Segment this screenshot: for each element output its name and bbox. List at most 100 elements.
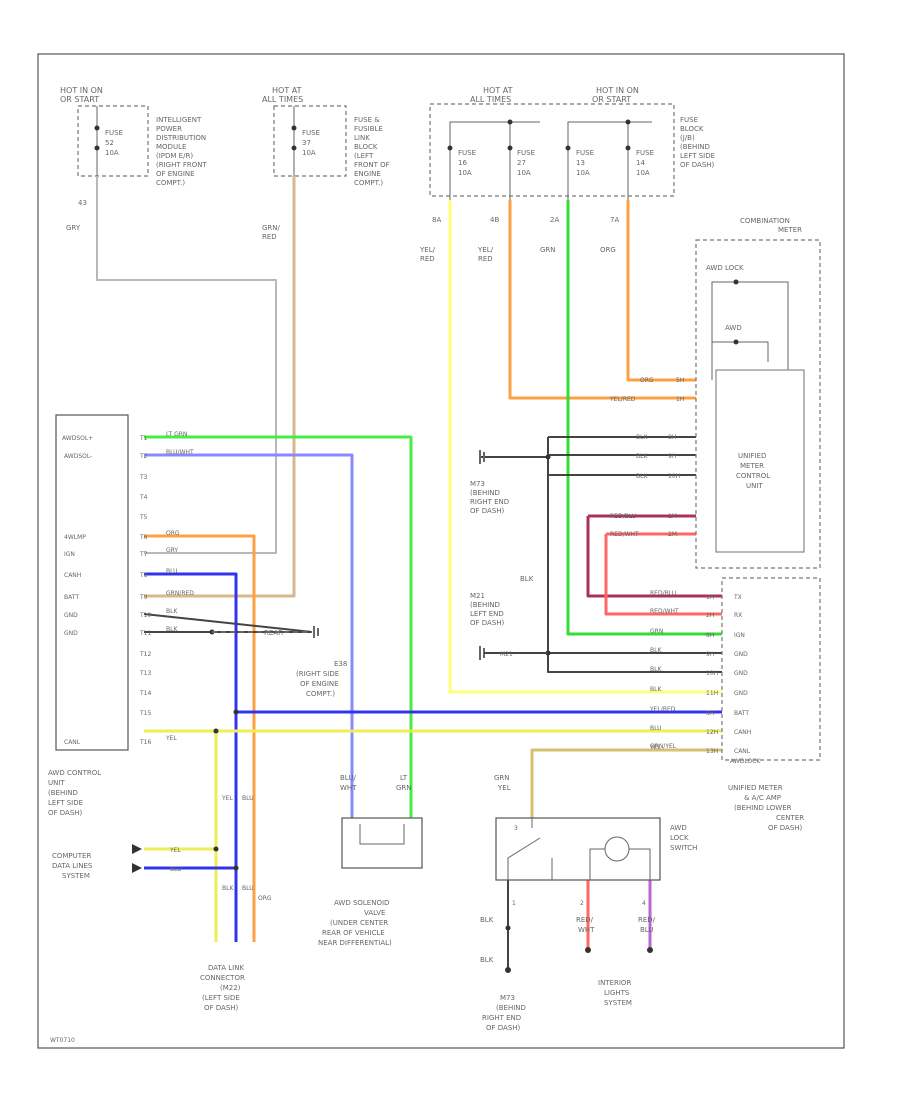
m21-blk: BLK <box>520 575 534 583</box>
svg-text:COMPT.): COMPT.) <box>306 690 335 698</box>
um-pin-wire: YEL/RED <box>649 706 676 713</box>
wire-org-5h <box>626 200 696 382</box>
fuse-5-label: FUSE <box>576 149 594 157</box>
um-pin-wire: BLK <box>650 686 662 693</box>
svg-text:VALVE: VALVE <box>364 909 385 917</box>
umcu-box <box>715 369 805 553</box>
svg-text:NEAR DIFFERENTIAL): NEAR DIFFERENTIAL) <box>318 939 392 947</box>
m73-label: M73 (BEHIND RIGHT END OF DASH) <box>470 480 509 515</box>
svg-text:LEFT END: LEFT END <box>470 610 504 618</box>
dlc-wire-labels: YEL BLU BLK BLU ORG <box>221 795 272 902</box>
power-section: HOT IN ON OR START FUSE 52 10A INTELLIGE… <box>60 86 715 263</box>
combo-blk-0: BLK <box>636 434 648 441</box>
um-pin-num: 10H <box>706 670 718 677</box>
um-pin-name: CANL <box>734 748 751 755</box>
awd-pin-num: T2 <box>139 453 148 460</box>
combo-wire-org: ORG <box>640 377 654 384</box>
fuse-4-amp: 10A <box>517 169 531 177</box>
combo-title-0: COMBINATION <box>740 217 790 225</box>
combo-red-blu: RED/BLU <box>610 513 636 520</box>
awd-pin-num: T12 <box>139 651 151 658</box>
conn-2a: 2A <box>550 216 559 224</box>
um-pin-num: 1H <box>706 594 714 601</box>
um-pin-wire: GRN <box>650 628 663 635</box>
m21-label: M21 (BEHIND LEFT END OF DASH) <box>470 592 505 627</box>
svg-text:CENTER: CENTER <box>776 814 804 822</box>
awd-pin-name: IGN <box>64 551 75 558</box>
wires <box>96 176 722 970</box>
svg-text:ENGINE: ENGINE <box>354 170 381 178</box>
svg-text:AWD: AWD <box>670 824 687 832</box>
um-pin-num: 11H <box>706 690 718 697</box>
wire-red-wht <box>604 534 722 616</box>
svg-text:YEL: YEL <box>221 795 233 802</box>
svg-text:(BEHIND: (BEHIND <box>496 1004 526 1012</box>
combo-blk-pin-1: 9H <box>668 453 676 460</box>
awd-label-4: OF DASH) <box>48 809 83 817</box>
um-pin-name: TX <box>733 594 742 601</box>
comp-blu-label: BLU <box>170 866 182 873</box>
combo-blk-pin-2: 10H <box>668 473 680 480</box>
awd-pin-num: T16 <box>139 739 151 746</box>
combo-blk-pin-0: 8H <box>668 434 676 441</box>
lock-wire-0: GRN <box>494 774 510 782</box>
awd-lock-indicator: AWD LOCK <box>706 264 744 272</box>
svg-text:(BEHIND LOWER: (BEHIND LOWER <box>734 804 792 812</box>
hot-label-3a: HOT AT <box>483 86 513 95</box>
fuse-block-dashed-box <box>429 103 675 197</box>
svg-text:BLK: BLK <box>222 885 234 892</box>
svg-text:DISTRIBUTION: DISTRIBUTION <box>156 134 206 142</box>
int-wire-3: BLU <box>640 926 653 934</box>
umcu-label-1: METER <box>740 462 764 470</box>
wire-gry-label: GRY <box>66 224 81 232</box>
svg-text:BLOCK: BLOCK <box>680 125 704 133</box>
awd-pin-num: T11 <box>139 630 151 637</box>
wire-orange-1h <box>508 200 696 400</box>
svg-text:FUSIBLE: FUSIBLE <box>354 125 383 133</box>
svg-text:OF ENGINE: OF ENGINE <box>300 680 339 688</box>
solenoid-box <box>341 817 423 869</box>
awd-pin-num: T9 <box>139 594 148 601</box>
data-link-connector-label: DATA LINK CONNECTOR (M22) (LEFT SIDE OF … <box>200 964 245 1012</box>
awd-pin-name: 4WLMP <box>64 534 86 541</box>
svg-text:OF DASH): OF DASH) <box>486 1024 521 1032</box>
svg-text:AWD SOLENOID: AWD SOLENOID <box>334 899 389 907</box>
um-pin-wire: BLK <box>650 666 662 673</box>
comp-yel-label: YEL <box>169 847 181 854</box>
svg-text:FUSE &: FUSE & <box>354 116 380 124</box>
svg-text:FRONT OF: FRONT OF <box>354 161 390 169</box>
fuse-1-label: FUSE <box>105 129 123 137</box>
m73-bottom-label: M73 (BEHIND RIGHT END OF DASH) <box>482 994 526 1032</box>
unified-meter-pin-list: TX1HRED/BLURX2HRED/WHTIGN8HGRNGND9HBLKGN… <box>649 590 761 765</box>
unified-meter-dashed-box <box>721 577 821 761</box>
combo-red-pin-0: 1M <box>668 513 677 520</box>
svg-text:COMPT.): COMPT.) <box>354 179 383 187</box>
um-pin-num: 8H <box>706 632 714 639</box>
awd-label-1: UNIT <box>48 779 65 787</box>
svg-text:SYSTEM: SYSTEM <box>604 999 632 1007</box>
awd-pin-wire: GRY <box>166 547 178 554</box>
fuse-5-num: 13 <box>576 159 585 167</box>
svg-text:FUSE: FUSE <box>680 116 698 124</box>
awd-pin-wire: GRN/RED <box>166 590 194 597</box>
svg-text:OF DASH): OF DASH) <box>680 161 715 169</box>
svg-text:OF DASH): OF DASH) <box>470 507 505 515</box>
awd-pin-name: CANH <box>64 572 81 579</box>
um-pin-name: GND <box>734 690 748 697</box>
wire-grn-yel <box>530 748 722 818</box>
um-pin-name: BATT <box>734 710 749 717</box>
lock-blk-1: BLK <box>480 956 494 964</box>
combo-wire-yelred: YEL/RED <box>609 396 636 403</box>
awd-pin-num: T6 <box>139 534 148 541</box>
awd-pin-wire: BLU <box>166 568 178 575</box>
hot-label-2b: ALL TIMES <box>262 95 303 104</box>
ground-m73-symbol <box>479 450 485 464</box>
wire-grn-ign <box>566 200 722 636</box>
svg-text:E38: E38 <box>334 660 347 668</box>
svg-text:DATA LINES: DATA LINES <box>52 862 93 870</box>
awd-pin-num: T3 <box>139 474 148 481</box>
ground-e38-symbol <box>313 626 319 638</box>
lock-pin-1: 1 <box>512 900 516 907</box>
